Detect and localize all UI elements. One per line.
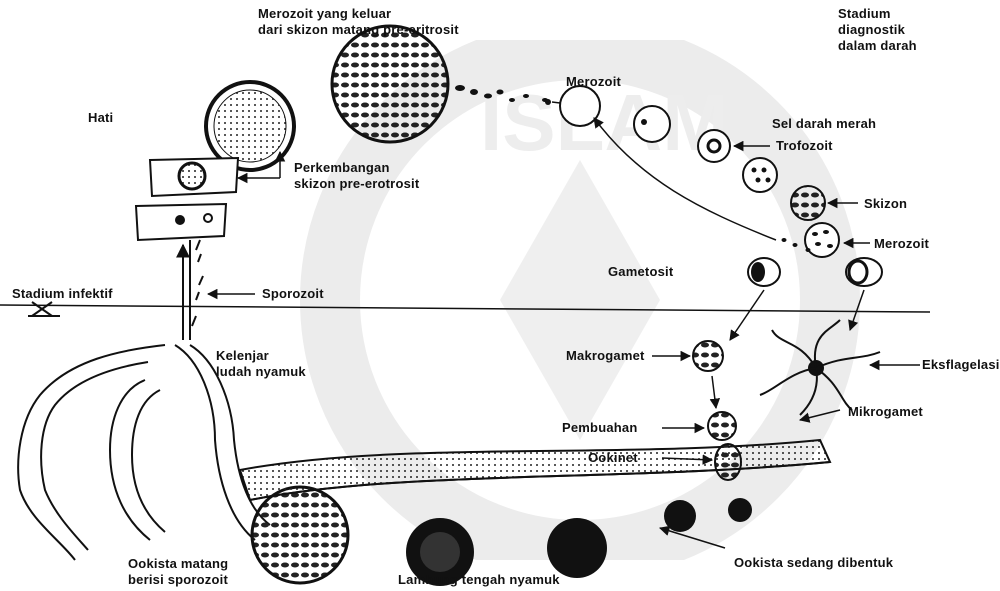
- label-sel-darah-merah: Sel darah merah: [772, 116, 876, 132]
- label-stadium-infektif: Stadium infektif: [12, 286, 113, 302]
- merozoite-rbc: [545, 86, 600, 126]
- label-eksflagelasi: Eksflagelasi: [922, 357, 1000, 373]
- exflagellation-cell: [760, 320, 880, 415]
- label-gametosit: Gametosit: [608, 264, 673, 280]
- trophozoite-cell: [698, 130, 730, 162]
- gametocytes: [748, 258, 882, 286]
- label-makrogamet: Makrogamet: [566, 348, 645, 364]
- label-perkembangan: Perkembangan skizon pre-erotrosit: [294, 160, 419, 192]
- mature-schizont-cell: [791, 186, 825, 220]
- liver-schizont: [206, 82, 294, 170]
- label-kelenjar: Kelenjar ludah nyamuk: [216, 348, 306, 380]
- young-schizont-cell: [743, 158, 777, 192]
- label-mikrogamet: Mikrogamet: [848, 404, 923, 420]
- mature-oocyst: [252, 487, 348, 583]
- ruptured-schizont: [332, 26, 548, 142]
- liver-cell-infected: [136, 204, 226, 240]
- label-trofozoit: Trofozoit: [776, 138, 833, 154]
- red-blood-cell: [634, 106, 670, 142]
- liver-cell-developing: [150, 158, 238, 196]
- label-pembuahan: Pembuahan: [562, 420, 637, 436]
- label-merozoit-keluar: Merozoit yang keluar dari skizon matang …: [258, 6, 459, 38]
- sporozoite-path: [183, 240, 203, 340]
- label-ookinet: Ookinet: [588, 450, 638, 466]
- person-icon: [28, 302, 60, 316]
- macrogamete-cell: [693, 341, 723, 371]
- label-lambung: Lambung tengah nyamuk: [398, 572, 560, 588]
- released-merozoites: [782, 223, 840, 257]
- label-stadium-diagnostik: Stadium diagnostik dalam darah: [838, 6, 917, 54]
- mosquito-midgut: [240, 440, 830, 500]
- label-merozoit-right: Merozoit: [874, 236, 929, 252]
- label-sporozoit: Sporozoit: [262, 286, 324, 302]
- label-merozoit-top: Merozoit: [566, 74, 621, 90]
- label-skizon: Skizon: [864, 196, 907, 212]
- label-hati: Hati: [88, 110, 113, 126]
- label-ookista-matang: Ookista matang berisi sporozoit: [128, 556, 228, 588]
- zygote-cell: [708, 412, 736, 440]
- label-ookista-dibentuk: Ookista sedang dibentuk: [734, 555, 893, 571]
- ookinet-cell: [715, 444, 741, 480]
- divider-line: [0, 305, 930, 312]
